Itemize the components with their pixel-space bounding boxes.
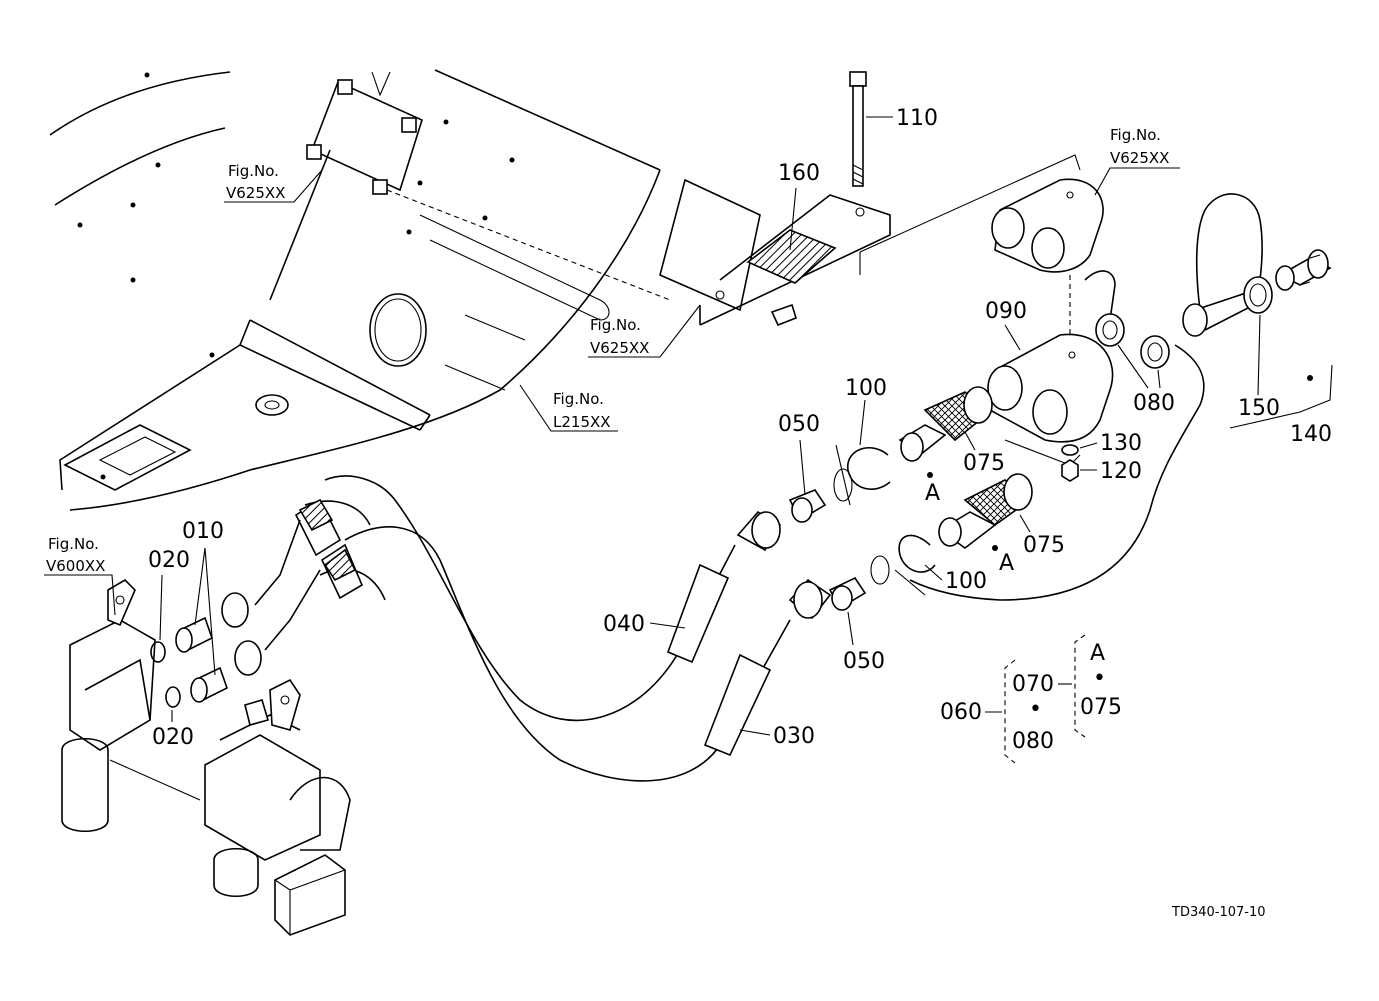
callout-030: 030 — [739, 724, 815, 749]
fig-ref-floor-panel: Fig.No. L215XX — [519, 384, 618, 432]
floor-panel-holes — [77, 72, 515, 480]
legend-sub: A — [1090, 641, 1105, 666]
fig-ref-block: Fig.No. V625XX — [1094, 126, 1180, 196]
callout-075-bottom: 075 — [1019, 514, 1065, 558]
callout-140: 140 — [1229, 364, 1333, 447]
mounting-plate — [306, 71, 671, 301]
fig-ref-control-valve: Fig.No. V600XX — [44, 535, 116, 616]
callout-080: 080 — [1117, 344, 1175, 416]
callout-150: 150 — [1238, 314, 1280, 421]
callout-020-top: 020 — [148, 548, 190, 641]
callout-160: 160 — [778, 161, 820, 251]
bolt-110 — [849, 71, 867, 187]
callout-a-top: A — [925, 481, 940, 506]
legend-sub-child: 075 — [1080, 695, 1122, 720]
callout-a-bottom: A — [999, 551, 1014, 576]
adapter-010-upper — [175, 616, 213, 653]
adapter-050-lower — [828, 555, 890, 611]
legend-child-1: 070 — [1012, 672, 1054, 697]
dust-cap-lanyard — [909, 270, 1205, 601]
fig-ref-upper-plate-line1: Fig.No. — [228, 162, 279, 180]
callout-075-bottom-text: 075 — [1023, 533, 1065, 558]
fig-ref-bracket-line2: V625XX — [590, 339, 649, 357]
snap-ring-100-lower — [894, 534, 936, 596]
callout-110: 110 — [866, 106, 938, 131]
callout-160-text: 160 — [778, 161, 820, 186]
fig-ref-control-valve-line1: Fig.No. — [48, 535, 99, 553]
washer-130 — [1061, 444, 1079, 456]
o-ring-020-upper — [150, 641, 166, 663]
callout-050-top: 050 — [778, 412, 820, 496]
callout-090-text: 090 — [985, 299, 1027, 324]
coupler-075-upper — [898, 386, 993, 478]
lower-clamp-block-090 — [987, 333, 1114, 466]
hose-040 — [294, 475, 782, 722]
legend-child-2: 080 — [1012, 729, 1054, 754]
callout-100-bottom-text: 100 — [945, 569, 987, 594]
fig-ref-control-valve-line2: V600XX — [46, 557, 105, 575]
callout-120-text: 120 — [1100, 459, 1142, 484]
callout-120: 120 — [1080, 459, 1142, 484]
callout-010-text: 010 — [182, 519, 224, 544]
snap-ring-100-upper — [835, 444, 891, 506]
callout-050-bottom-text: 050 — [843, 649, 885, 674]
callout-080-text: 080 — [1133, 391, 1175, 416]
control-valve-right — [204, 678, 351, 936]
callout-110-text: 110 — [896, 106, 938, 131]
fig-ref-floor-panel-line2: L215XX — [553, 413, 611, 431]
callout-a-top-text: A — [925, 481, 940, 506]
drawing-code: TD340-107-10 — [1171, 905, 1266, 920]
fig-ref-upper-plate-line2: V625XX — [226, 184, 285, 202]
callout-030-text: 030 — [773, 724, 815, 749]
callout-100-top-text: 100 — [845, 376, 887, 401]
legend-parent: 060 — [940, 700, 982, 725]
cap-150-pin — [1182, 193, 1273, 337]
callout-075-top: 075 — [963, 431, 1005, 476]
fig-ref-floor-panel-line1: Fig.No. — [553, 390, 604, 408]
callout-150-text: 150 — [1238, 396, 1280, 421]
callout-a-bottom-text: A — [999, 551, 1014, 576]
hose-030 — [319, 526, 832, 782]
floor-panel — [49, 69, 661, 511]
assembly-legend: 060 070 • 080 A • 075 — [940, 634, 1122, 764]
o-ring-020-lower — [165, 686, 181, 708]
callout-140-text: 140 — [1290, 422, 1332, 447]
callout-090: 090 — [985, 299, 1027, 351]
callout-075-top-text: 075 — [963, 451, 1005, 476]
callout-050-bottom: 050 — [843, 611, 885, 674]
callout-010: 010 — [182, 519, 224, 676]
fig-ref-block-line1: Fig.No. — [1110, 126, 1161, 144]
coupler-140 — [1275, 249, 1332, 291]
legend-separator-2: • — [1093, 666, 1106, 691]
callout-040: 040 — [603, 612, 686, 637]
nut-120 — [1061, 459, 1079, 482]
callout-040-text: 040 — [603, 612, 645, 637]
adapter-010-lower — [190, 666, 228, 703]
fig-ref-block-line2: V625XX — [1110, 149, 1169, 167]
adapter-050-upper — [788, 468, 853, 523]
coupler-075-lower — [938, 473, 1033, 551]
fig-ref-bracket-line1: Fig.No. — [590, 316, 641, 334]
upper-clamp-block — [859, 154, 1104, 340]
legend-separator-1: • — [1029, 697, 1042, 722]
fig-ref-upper-plate: Fig.No. V625XX — [224, 162, 323, 203]
callout-050-top-text: 050 — [778, 412, 820, 437]
callout-020-bottom: 020 — [152, 710, 194, 750]
hose-end-nut-lower — [234, 569, 321, 676]
callout-100-bottom: 100 — [924, 564, 987, 594]
callout-130-text: 130 — [1100, 431, 1142, 456]
callout-020-bottom-text: 020 — [152, 725, 194, 750]
callout-130: 130 — [1079, 431, 1142, 456]
callout-020-top-text: 020 — [148, 548, 190, 573]
bracket-160 — [659, 178, 891, 327]
hose-end-nut-upper — [221, 519, 301, 628]
callout-100-top: 100 — [845, 376, 887, 446]
fig-ref-bracket: Fig.No. V625XX — [588, 304, 701, 358]
control-valve-left — [61, 578, 201, 832]
cap-080-pair — [1095, 313, 1170, 369]
